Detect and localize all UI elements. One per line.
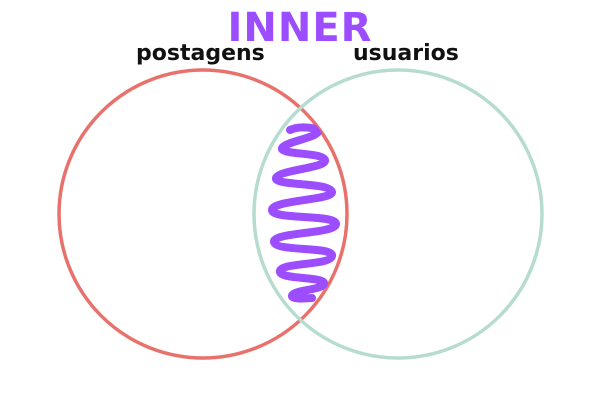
set-label-postagens: postagens [136,41,265,66]
usuarios-circle [252,68,544,360]
postagens-circle [57,68,349,360]
set-label-usuarios: usuarios [353,41,459,66]
diagram-title: INNER [227,5,373,51]
intersection-scribble [268,123,340,303]
